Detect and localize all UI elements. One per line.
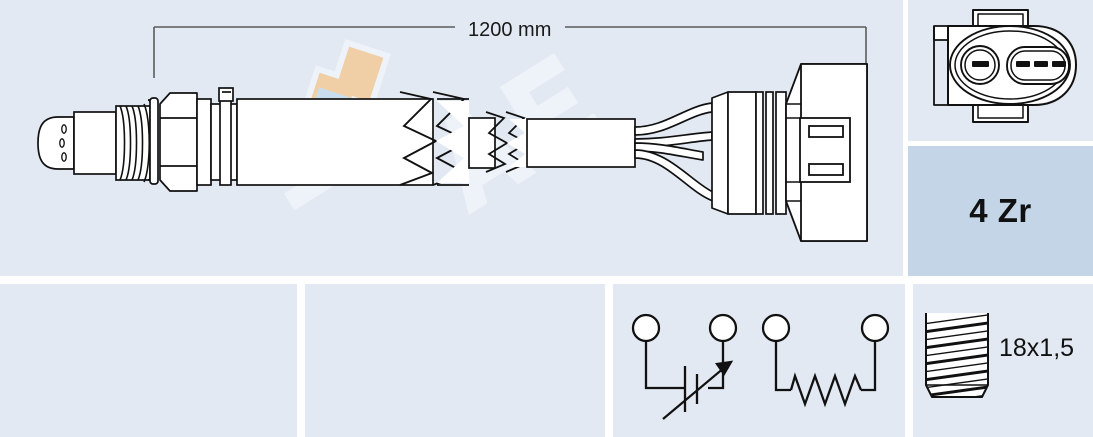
circuit-schematic-icon	[631, 313, 890, 420]
sensor-tip	[37, 116, 75, 170]
sensor-type-panel: 4 Zr	[908, 146, 1093, 276]
sleeve-clamp-ring	[218, 87, 234, 186]
threaded-section	[115, 105, 151, 181]
circuit-schematic-panel	[613, 284, 905, 437]
wire-fan	[634, 102, 714, 202]
empty-panel-left-2	[305, 284, 605, 437]
thread-spec-panel: 18x1,5	[913, 284, 1093, 437]
connector-rings	[755, 91, 787, 215]
sensor-tip-slots	[59, 124, 67, 162]
cable-segment-a	[468, 117, 496, 169]
cable	[526, 118, 636, 168]
thread-symbol-icon	[925, 313, 989, 398]
protective-sleeve	[210, 98, 434, 186]
main-product-view-panel: 1200 mm	[0, 0, 903, 276]
break-small-fill	[507, 119, 527, 167]
connector-boot	[711, 91, 757, 215]
sensor-drawing	[37, 26, 868, 242]
connector-blade-slots	[808, 125, 844, 176]
thread-spec-label: 18x1,5	[999, 334, 1075, 362]
connector-housing-edges	[786, 103, 801, 202]
break-outline-right	[437, 98, 469, 186]
sensor-flange	[147, 97, 159, 185]
sensor-body	[73, 111, 117, 175]
empty-panel-left-1	[0, 284, 297, 437]
sensor-type-label: 4 Zr	[969, 192, 1032, 229]
connector-pin-blades	[972, 61, 1066, 67]
connector-face-icon	[933, 9, 1077, 123]
dimension-line	[153, 26, 867, 78]
nut-shoulder	[196, 98, 212, 186]
hex-nut	[159, 92, 198, 192]
connector-face-panel	[908, 0, 1093, 141]
sensing-element-symbol	[631, 313, 738, 420]
break-fill	[436, 101, 469, 183]
heater-element-symbol	[761, 313, 890, 408]
dimension-label: 1200 mm	[468, 19, 552, 41]
